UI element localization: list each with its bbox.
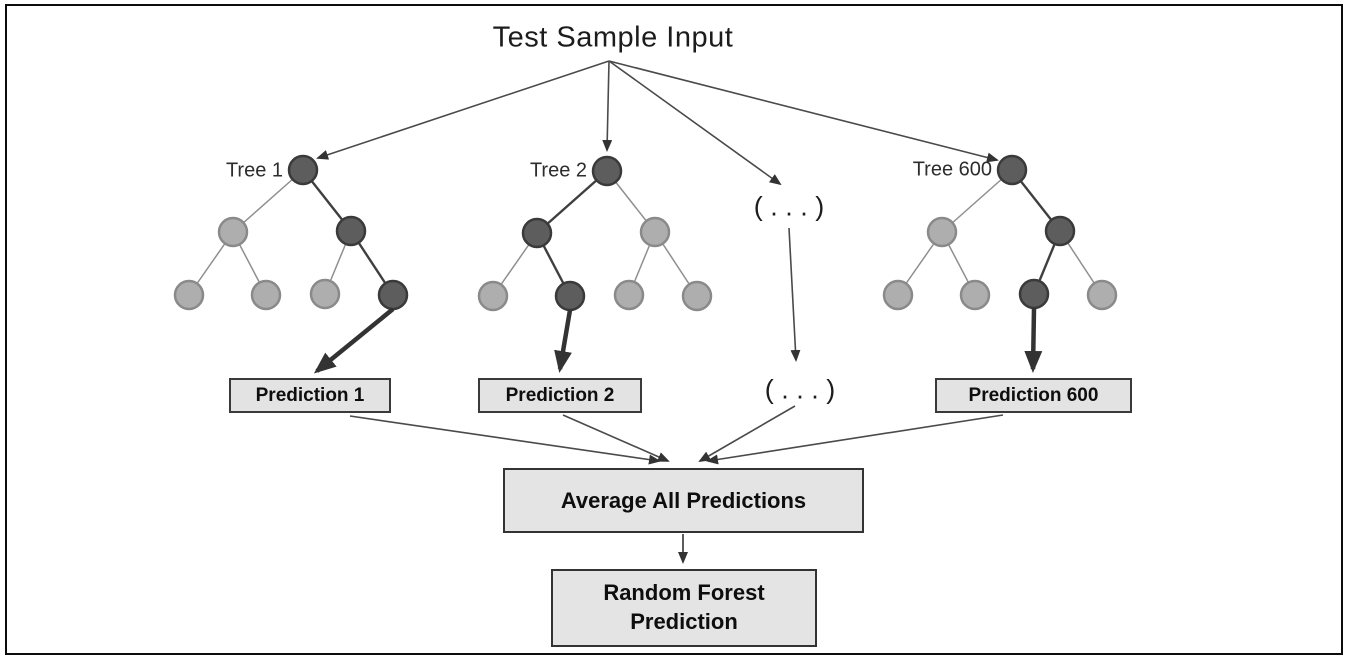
fan-arrow	[602, 60, 613, 152]
tree-node-light	[926, 216, 958, 248]
tree-3	[882, 154, 1118, 373]
prediction-600-box: Prediction 600	[935, 378, 1132, 413]
tree-node-light	[959, 279, 991, 311]
ellipsis-predictions: ( . . . )	[764, 374, 836, 405]
tree-2	[477, 155, 713, 373]
tree-1	[173, 154, 409, 374]
prediction-arrow	[1024, 307, 1043, 373]
converge-arrow	[562, 414, 670, 462]
tree-edge	[941, 169, 1013, 233]
fan-arrow	[316, 60, 610, 160]
prediction-2-box: Prediction 2	[478, 378, 642, 413]
tree-node-light	[613, 279, 645, 311]
tree-node-light	[1086, 279, 1118, 311]
converge-arrow	[698, 405, 796, 463]
tree-node-light	[882, 279, 914, 311]
tree-node-dark	[591, 155, 623, 187]
tree-edge	[232, 169, 304, 233]
tree-node-dark	[521, 217, 553, 249]
fan-arrow	[608, 60, 999, 163]
prediction-1-box: Prediction 1	[229, 378, 391, 413]
page-title: Test Sample Input	[492, 21, 734, 54]
tree-node-light	[250, 279, 282, 311]
ellipsis-trees: ( . . . )	[753, 191, 825, 222]
average-all-predictions-box: Average All Predictions	[503, 468, 864, 533]
tree-node-light	[477, 280, 509, 312]
fan-arrow-ellipsis	[608, 60, 782, 186]
tree-1-label: Tree 1	[225, 159, 283, 182]
tree-node-dark	[996, 154, 1028, 186]
tree-node-light	[217, 216, 249, 248]
tree-node-light	[173, 279, 205, 311]
final-box-line2: Prediction	[630, 609, 738, 634]
tree-600-label: Tree 600	[912, 158, 992, 181]
prediction-arrow	[554, 309, 573, 373]
tree-node-dark	[1044, 215, 1076, 247]
random-forest-prediction-box: Random Forest Prediction	[551, 569, 817, 647]
tree-node-light	[639, 216, 671, 248]
tree-edge-highlighted	[536, 170, 608, 234]
tree-node-light	[309, 278, 341, 310]
tree-node-dark	[335, 215, 367, 247]
ellipsis-arrow	[788, 227, 801, 362]
tree-node-light	[681, 280, 713, 312]
prediction-arrow	[313, 307, 395, 374]
converge-arrow	[706, 414, 1004, 465]
tree-2-label: Tree 2	[529, 159, 587, 182]
tree-node-dark	[287, 154, 319, 186]
converge-arrow	[349, 415, 661, 465]
final-box-line1: Random Forest	[603, 580, 765, 606]
